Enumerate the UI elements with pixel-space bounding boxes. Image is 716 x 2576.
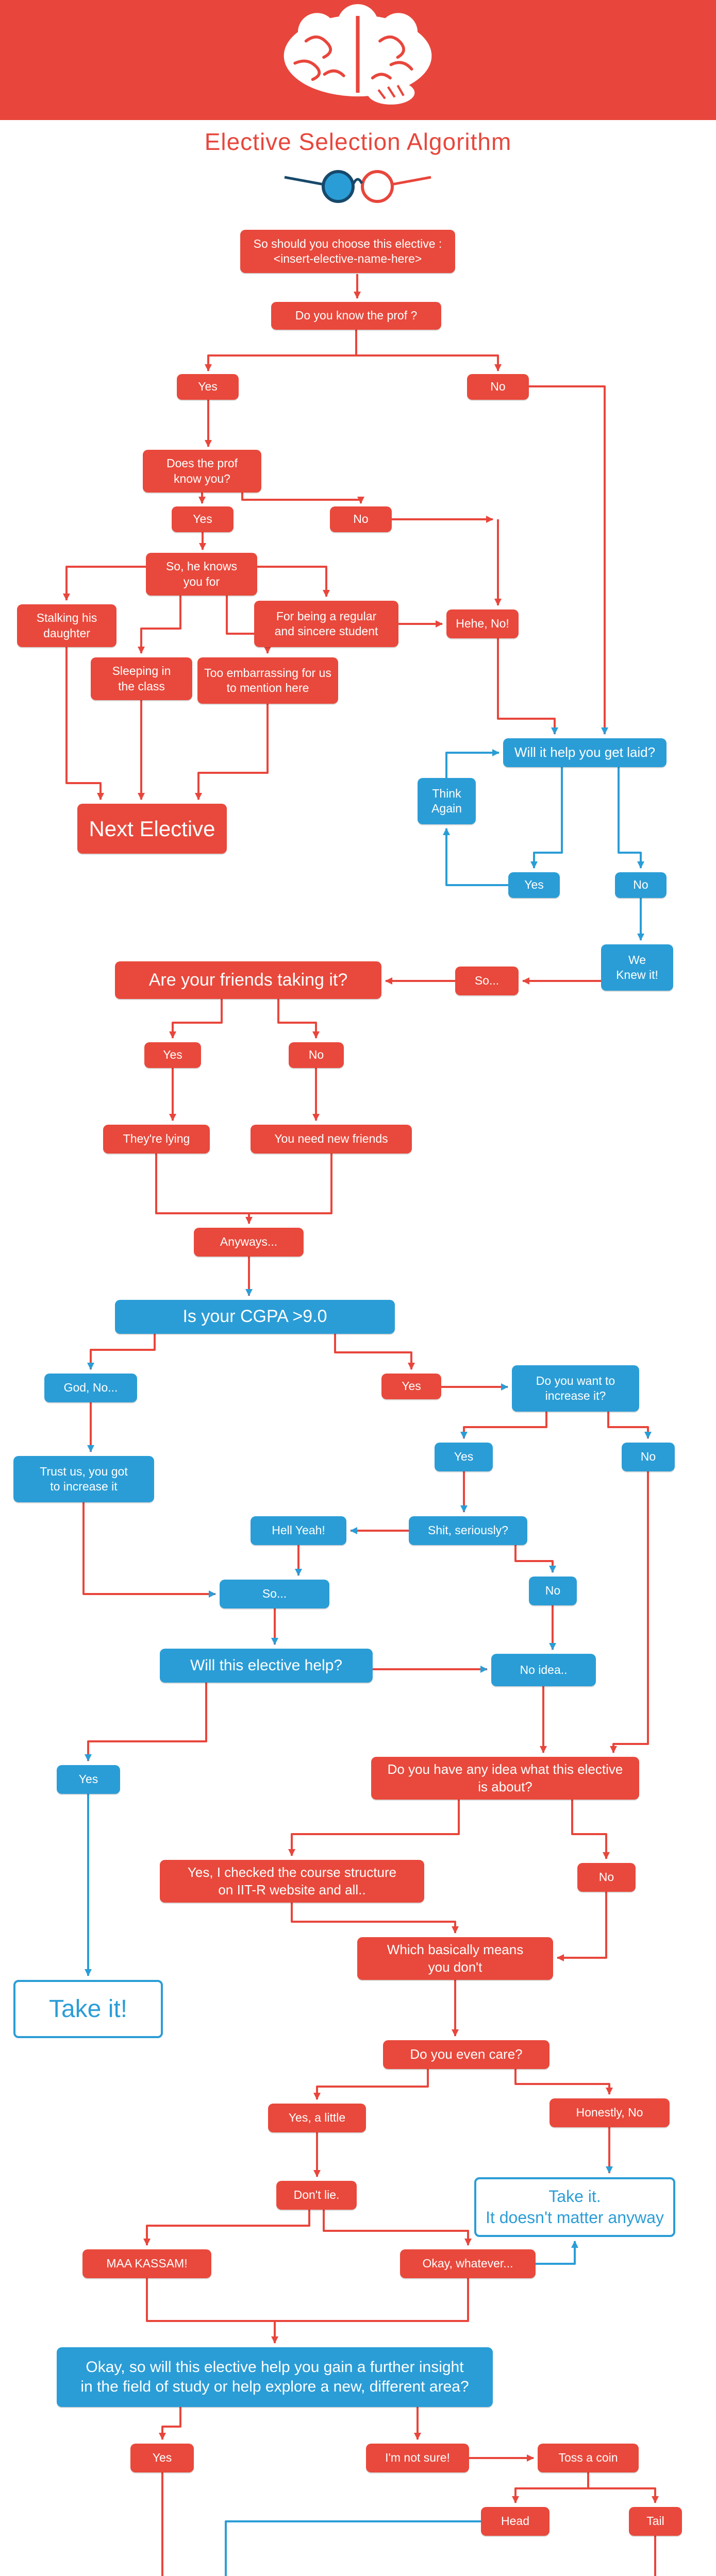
node-laid-yes: Yes xyxy=(508,872,560,898)
node-stalking-daughter: Stalking his daughter xyxy=(17,604,116,647)
node-shit-no: No xyxy=(529,1577,577,1605)
node-want-increase: Do you want to increase it? xyxy=(512,1365,639,1412)
node-hell-yeah: Hell Yeah! xyxy=(251,1516,346,1545)
glasses-icon xyxy=(284,170,431,203)
node-friends-taking: Are your friends taking it? xyxy=(115,961,381,999)
node-shit-seriously: Shit, seriously? xyxy=(409,1516,527,1545)
node-so-2: So... xyxy=(220,1580,329,1608)
node-hehe-no: Hehe, No! xyxy=(446,609,519,638)
node-further-insight: Okay, so will this elective help you gai… xyxy=(57,2347,493,2407)
node-take-it-1: Take it! xyxy=(13,1980,163,2038)
node-god-no: God, No... xyxy=(44,1374,137,1402)
node-even-care: Do you even care? xyxy=(383,2040,550,2069)
node-we-knew-it: We Knew it! xyxy=(601,944,673,991)
node-prof-knows-yes: Yes xyxy=(172,506,234,532)
node-sleeping-class: Sleeping in the class xyxy=(91,657,192,700)
node-so-1: So... xyxy=(455,967,519,995)
node-too-embarrassing: Too embarrassing for us to mention here xyxy=(197,657,338,704)
node-increase-no: No xyxy=(622,1443,675,1471)
node-dont-lie: Don't lie. xyxy=(276,2181,357,2210)
node-idea-about: Do you have any idea what this elective … xyxy=(371,1757,639,1800)
node-know-prof-no: No xyxy=(467,374,529,400)
node-need-new-friends: You need new friends xyxy=(251,1125,412,1154)
node-laid-no: No xyxy=(615,872,667,898)
node-friends-yes: Yes xyxy=(144,1042,201,1068)
node-head: Head xyxy=(481,2507,550,2536)
node-regular-student: For being a regular and sincere student xyxy=(254,601,398,647)
node-trust-us: Trust us, you got to increase it xyxy=(13,1456,154,1502)
node-final-yes: Yes xyxy=(130,2444,194,2472)
node-theyre-lying: They're lying xyxy=(103,1125,210,1154)
node-not-sure: I'm not sure! xyxy=(366,2444,469,2472)
node-know-prof-yes: Yes xyxy=(177,374,239,400)
page-title: Elective Selection Algorithm xyxy=(204,128,512,155)
node-honestly-no: Honestly, No xyxy=(550,2098,670,2127)
node-checked-course: Yes, I checked the course structure on I… xyxy=(160,1860,424,1903)
node-know-prof: Do you know the prof ? xyxy=(271,302,441,330)
node-next-elective-1: Next Elective xyxy=(77,804,227,854)
node-take-it-doesnt-matter: Take it. It doesn't matter anyway xyxy=(474,2177,675,2237)
node-prof-knows-no: No xyxy=(330,506,392,532)
node-prof-knows-you: Does the prof know you? xyxy=(143,450,261,493)
node-get-laid: Will it help you get laid? xyxy=(503,738,667,767)
node-toss-coin: Toss a coin xyxy=(538,2444,639,2472)
node-increase-yes: Yes xyxy=(435,1443,493,1471)
node-maa-kassam: MAA KASSAM! xyxy=(82,2249,211,2278)
node-anyways: Anyways... xyxy=(194,1228,304,1257)
node-knows-you-for: So, he knows you for xyxy=(146,553,257,596)
node-help-yes: Yes xyxy=(57,1765,120,1794)
node-elective-question: So should you choose this elective : <in… xyxy=(240,230,455,273)
node-elective-help: Will this elective help? xyxy=(160,1649,373,1683)
node-no-idea: No idea.. xyxy=(491,1654,596,1686)
node-cgpa: Is your CGPA >9.0 xyxy=(115,1300,395,1334)
node-friends-no: No xyxy=(289,1042,344,1068)
node-think-again: Think Again xyxy=(418,778,476,824)
node-cgpa-yes: Yes xyxy=(381,1374,441,1399)
brain-icon xyxy=(284,4,432,105)
node-tail: Tail xyxy=(629,2507,682,2536)
node-idea-no: No xyxy=(577,1863,636,1892)
node-yes-a-little: Yes, a little xyxy=(268,2104,366,2132)
node-basically-dont: Which basically means you don't xyxy=(357,1937,553,1980)
node-okay-whatever: Okay, whatever... xyxy=(400,2249,536,2278)
